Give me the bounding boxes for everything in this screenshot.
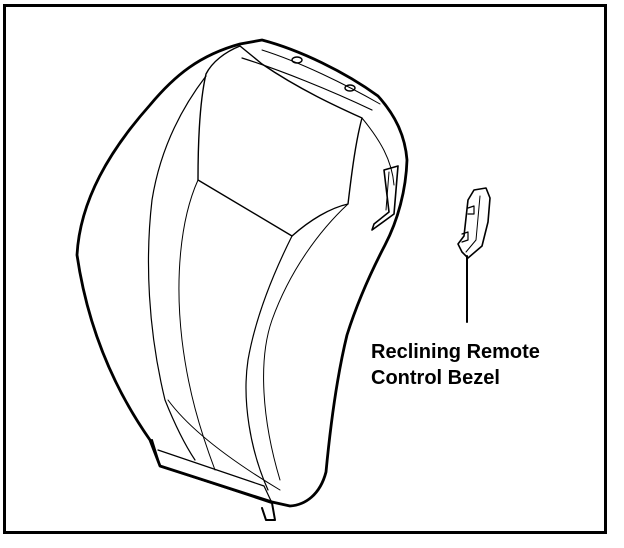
seat-back-outline bbox=[75, 38, 409, 508]
seat-top-cap-seam bbox=[241, 57, 373, 111]
bezel-part-edge bbox=[465, 195, 481, 253]
left-bolster-seam-inner bbox=[178, 179, 216, 471]
left-bolster-seam bbox=[147, 75, 207, 461]
bezel-part-clip-top bbox=[467, 205, 475, 215]
bezel-slot-in-seat bbox=[371, 165, 399, 231]
bezel-slot-inner bbox=[385, 171, 390, 211]
seat-top-panel bbox=[197, 45, 363, 237]
headrest-guide-hole-left bbox=[291, 56, 303, 64]
bezel-callout-label: Reclining Remote Control Bezel bbox=[371, 339, 540, 391]
right-bolster-seam-2 bbox=[263, 203, 349, 481]
right-bolster-seam bbox=[245, 235, 293, 491]
seat-back-bottom-flap-inner bbox=[157, 449, 273, 504]
callout-line-1: Reclining Remote bbox=[371, 341, 540, 363]
right-bolster-seam-3 bbox=[361, 117, 395, 186]
bezel-part-clip-bottom bbox=[461, 231, 469, 243]
lower-cushion-seam bbox=[167, 399, 281, 491]
callout-line-2: Control Bezel bbox=[371, 367, 500, 389]
diagram-frame bbox=[3, 4, 607, 534]
headrest-guide-hole-right bbox=[344, 84, 356, 92]
reclining-remote-control-bezel-part bbox=[457, 187, 491, 259]
seat-back-bottom-flap bbox=[151, 439, 276, 521]
seat-top-cap-seam-2 bbox=[261, 49, 381, 105]
